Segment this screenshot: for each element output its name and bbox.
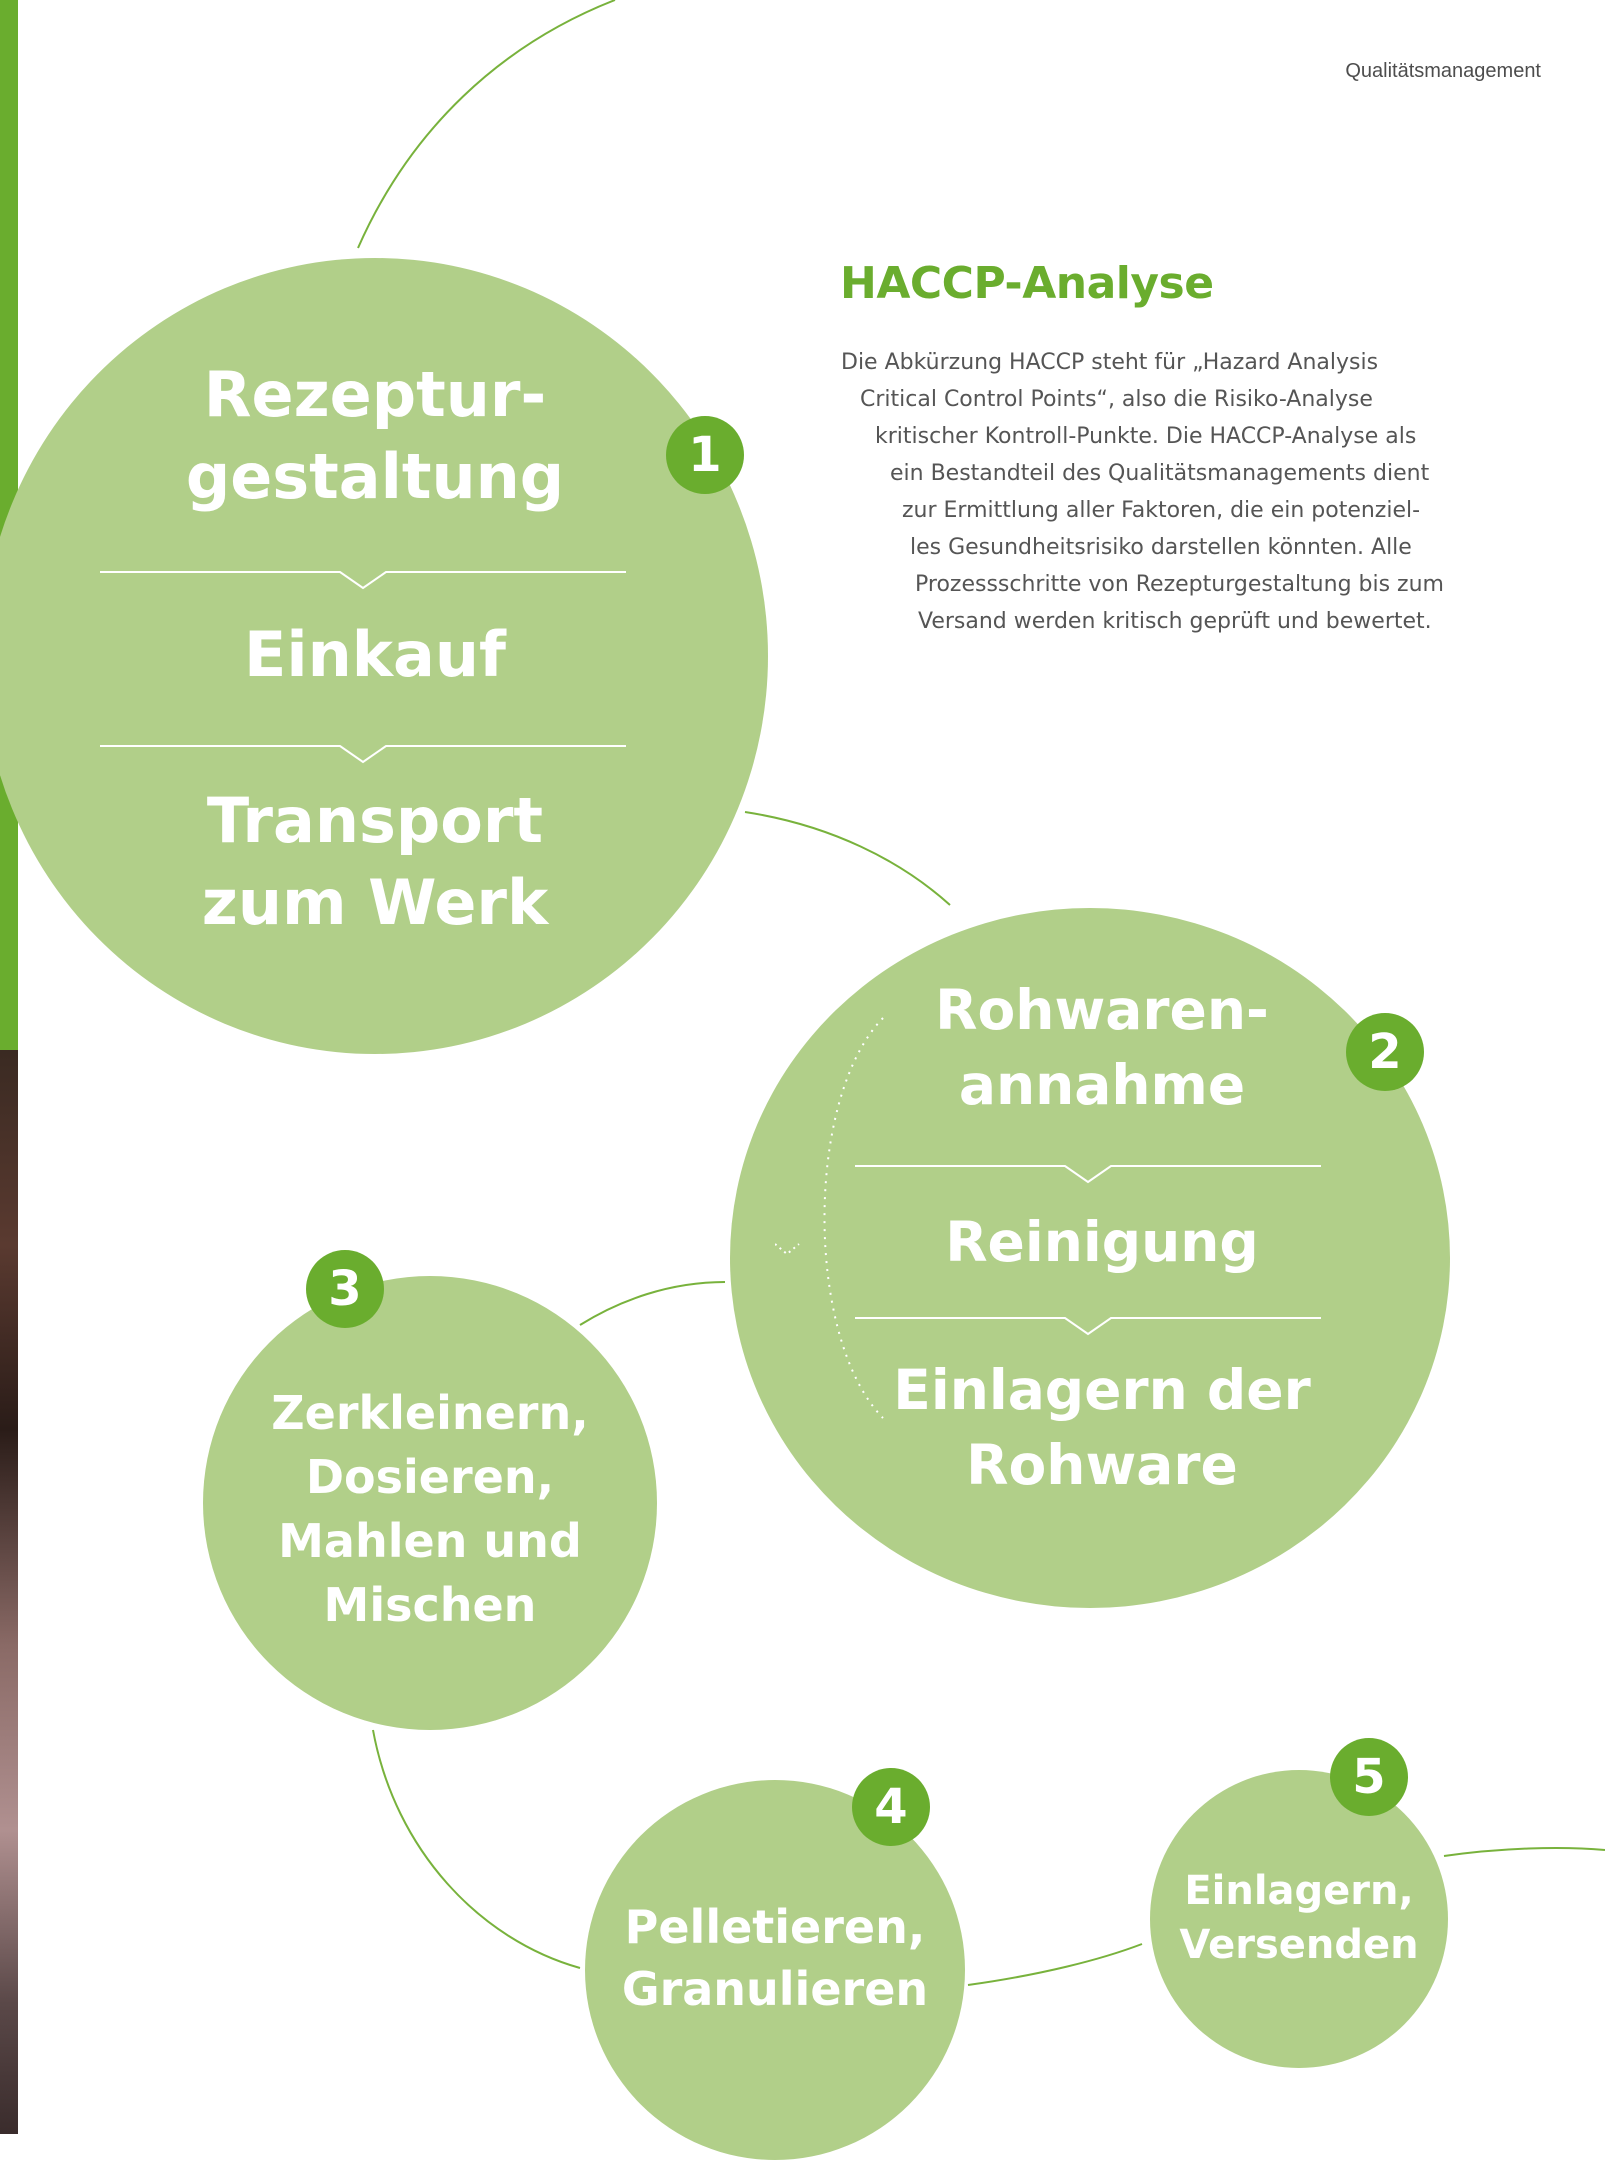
step-5-line-2: Versenden	[1179, 1922, 1419, 1968]
step-2-item-3-line-1: Einlagern der	[893, 1358, 1311, 1422]
step-1-divider-1	[100, 571, 626, 590]
step-2-divider-2	[855, 1317, 1321, 1336]
step-1-item-3-line-2: zum Werk	[201, 866, 549, 939]
intro-line: ein Bestandteil des Qualitätsmanagements…	[890, 461, 1430, 486]
step-3-line-1: Zerkleinern,	[271, 1386, 589, 1440]
step-2-divider-1	[855, 1165, 1321, 1184]
step-2-circle: Rohwaren- annahme Reinigung Einlagern de…	[730, 908, 1450, 1608]
step-3-line-3: Mahlen und	[278, 1514, 582, 1568]
step-4-badge: 4	[852, 1768, 930, 1846]
step-3-circle: Zerkleinern, Dosieren, Mahlen und Mische…	[203, 1276, 657, 1730]
step-3-line-4: Mischen	[323, 1578, 537, 1632]
intro-line: Prozessschritte von Rezepturgestaltung b…	[915, 572, 1444, 597]
step-2-dotted-arc	[775, 1017, 884, 1419]
intro-line: Die Abkürzung HACCP steht für „Hazard An…	[841, 350, 1379, 375]
step-5-line-1: Einlagern,	[1184, 1868, 1414, 1914]
step-1-divider-2	[100, 745, 626, 764]
step-1-item-1-line-2: gestaltung	[185, 440, 565, 513]
step-5-circle: Einlagern, Versenden	[1150, 1770, 1448, 2068]
step-2-badge: 2	[1346, 1013, 1424, 1091]
step-1-badge: 1	[666, 416, 744, 494]
intro-line: les Gesundheitsrisiko darstellen könnten…	[910, 535, 1412, 560]
side-photo-strip	[0, 1050, 18, 2134]
step-5-badge: 5	[1330, 1738, 1408, 1816]
step-3-badge: 3	[306, 1250, 384, 1328]
intro-line: kritischer Kontroll-Punkte. Die HACCP-An…	[875, 424, 1417, 449]
step-4-line-2: Granulieren	[621, 1962, 929, 2016]
page-title: HACCP-Analyse	[840, 258, 1214, 309]
step-2-item-3-line-2: Rohware	[966, 1433, 1238, 1497]
step-1-item-2: Einkauf	[244, 618, 506, 691]
step-1-item-3-line-1: Transport	[206, 784, 544, 857]
step-4-line-1: Pelletieren,	[624, 1900, 926, 1954]
intro-line: Critical Control Points“, also die Risik…	[860, 387, 1373, 412]
intro-line: Versand werden kritisch geprüft und bewe…	[918, 609, 1432, 634]
step-2-item-2: Reinigung	[945, 1210, 1259, 1274]
step-1-circle: Rezeptur- gestaltung Einkauf Transport z…	[0, 258, 768, 1054]
step-2-item-1-line-2: annahme	[958, 1053, 1246, 1117]
step-2-item-1-line-1: Rohwaren-	[935, 978, 1269, 1042]
step-1-item-1-line-1: Rezeptur-	[203, 358, 547, 431]
step-3-line-2: Dosieren,	[305, 1450, 555, 1504]
intro-line: zur Ermittlung aller Faktoren, die ein p…	[902, 498, 1421, 523]
section-header: Qualitätsmanagement	[1345, 60, 1541, 82]
